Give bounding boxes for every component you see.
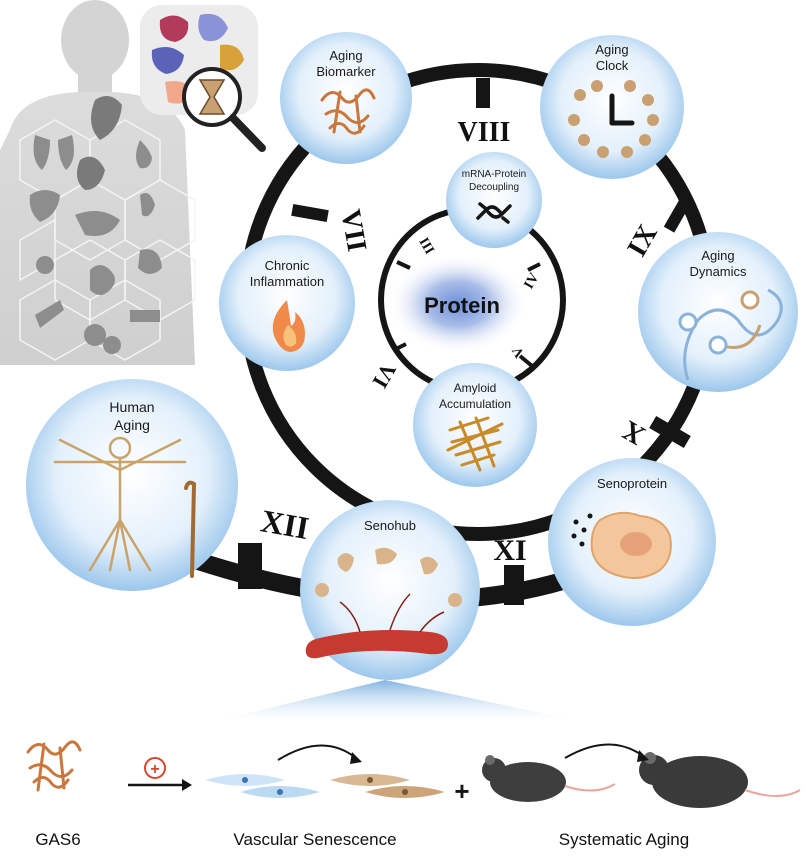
numeral-ix: IX <box>621 220 663 262</box>
clock-hands-icon <box>609 93 635 126</box>
numeral-x: X <box>617 414 650 451</box>
bubble-aging-clock: Aging Clock <box>540 35 684 179</box>
vitruvian-man-icon <box>53 436 187 572</box>
proteome-blobs-magnifier <box>140 5 266 152</box>
center-protein-label: Protein <box>424 293 500 318</box>
svg-text:Biomarker: Biomarker <box>316 64 376 79</box>
cell-nucleus-icon <box>620 532 652 556</box>
plus-sign: + <box>454 776 469 806</box>
svg-text:Amyloid: Amyloid <box>454 381 497 395</box>
svg-text:Aging: Aging <box>114 417 150 433</box>
numeral-viii: VIII <box>458 117 511 148</box>
systematic-aging-label: Systematic Aging <box>559 830 689 849</box>
bubble-aging-dynamics: Aging Dynamics <box>638 232 798 392</box>
numeral-v: V <box>510 344 528 360</box>
broken-link-icon <box>476 202 512 224</box>
protein-glow <box>388 254 528 354</box>
numeral-xi: XI <box>493 534 526 567</box>
inner-ticks <box>393 260 541 368</box>
promotes-arrow: + <box>128 757 192 791</box>
senohub-organs-icon <box>315 547 462 607</box>
bubble-aging-biomarker: Aging Biomarker <box>280 32 412 164</box>
gas6-label: GAS6 <box>35 830 80 849</box>
vascular-cells-figure <box>205 744 445 798</box>
dynamics-curve-icon <box>678 288 783 381</box>
bubble-chronic-inflammation: Chronic Inflammation <box>219 235 355 371</box>
svg-text:Chronic: Chronic <box>265 258 310 273</box>
secretion-dots-icon <box>571 513 593 547</box>
mice-figure <box>482 743 801 808</box>
numeral-iv: IV <box>522 271 543 292</box>
numeral-vii: VII <box>334 207 372 254</box>
bubble-mrna-protein-decoupling: mRNA-Protein Decoupling <box>446 152 542 248</box>
svg-text:Senohub: Senohub <box>364 518 416 533</box>
outer-ticks <box>238 78 693 605</box>
svg-text:Human: Human <box>109 399 154 415</box>
protein-structure-icon <box>320 88 376 135</box>
svg-text:Decoupling: Decoupling <box>469 182 519 193</box>
focus-beam <box>220 680 575 720</box>
numeral-iii: III <box>415 235 436 257</box>
svg-text:Senoprotein: Senoprotein <box>597 476 667 491</box>
amyloid-fibril-icon <box>446 416 504 472</box>
vascular-senescence-label: Vascular Senescence <box>233 830 396 849</box>
bubble-senoprotein: Senoprotein <box>548 458 716 626</box>
bubble-amyloid-accumulation: Amyloid Accumulation <box>413 363 537 487</box>
plus-circle-icon: + <box>150 761 159 778</box>
blood-vessel-icon <box>305 630 448 659</box>
svg-text:Aging: Aging <box>701 248 734 263</box>
svg-text:Clock: Clock <box>596 58 629 73</box>
svg-text:Dynamics: Dynamics <box>689 264 747 279</box>
svg-text:Aging: Aging <box>329 48 362 63</box>
clock-organs-icon <box>568 80 659 158</box>
numeral-xii: XII <box>258 502 312 546</box>
svg-text:Accumulation: Accumulation <box>439 397 511 411</box>
numeral-vi: VI <box>368 359 402 393</box>
bubble-human-aging: Human Aging <box>26 379 238 591</box>
vessel-branches-icon <box>339 593 445 633</box>
walking-cane-icon <box>184 480 197 578</box>
bubble-senohub: Senohub <box>300 500 480 680</box>
gas6-protein-figure <box>26 740 82 792</box>
svg-text:mRNA-Protein: mRNA-Protein <box>462 169 526 180</box>
flame-inner-icon <box>283 325 297 347</box>
svg-text:Aging: Aging <box>595 42 628 57</box>
human-body-illustration <box>0 0 196 365</box>
svg-text:Inflammation: Inflammation <box>250 274 324 289</box>
